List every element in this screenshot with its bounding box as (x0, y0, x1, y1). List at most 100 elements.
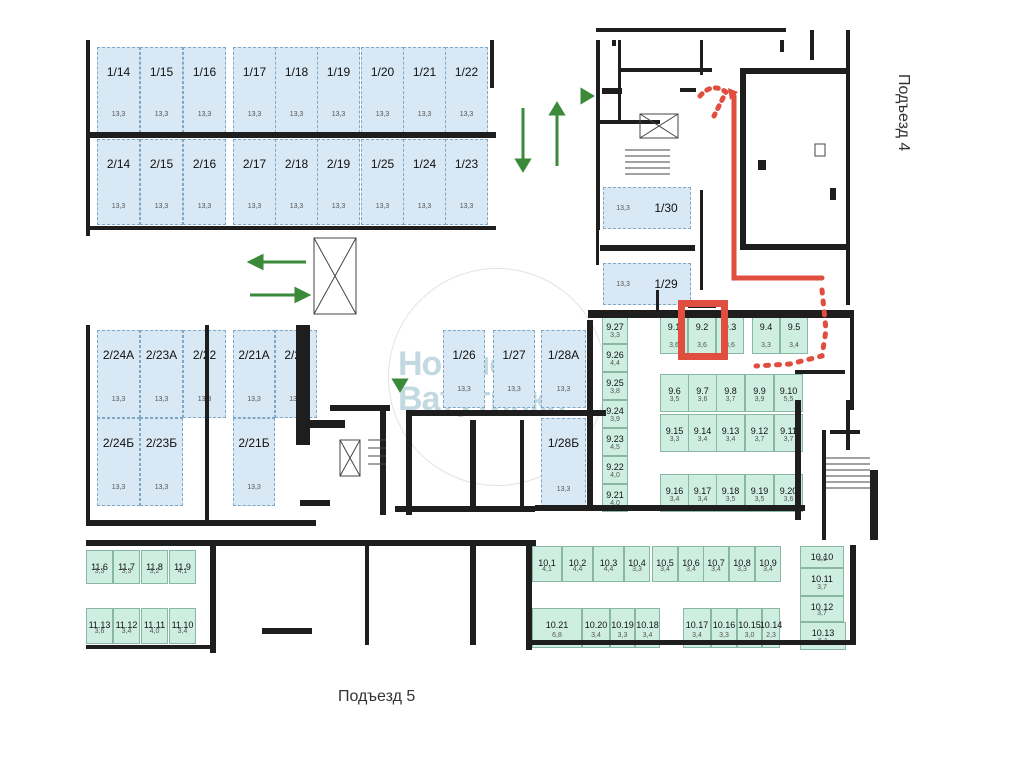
unit-area: 3,5 (725, 496, 736, 503)
unit-number: 9.17 (693, 486, 712, 496)
unit-number: 1/26 (452, 348, 476, 362)
unit-area: 4,1 (177, 568, 188, 575)
unit-number: 9.23 (606, 434, 624, 444)
traffic-arrows (246, 87, 595, 393)
unit-area: 3,3 (737, 566, 747, 573)
route-solid (731, 93, 825, 281)
unit-number: 9.10 (779, 386, 798, 396)
unit-number: 2/23А (145, 348, 178, 362)
wall-segment (596, 40, 600, 230)
wall-segment (380, 405, 386, 515)
unit-area: 13,3 (197, 111, 212, 118)
unit-area: 13,3 (111, 484, 126, 491)
unit-number: 10.3 (599, 558, 618, 568)
arrow-right-head (294, 286, 312, 304)
unit-area: 4,0 (610, 500, 620, 507)
unit-area: 13,3 (154, 484, 169, 491)
route-path (697, 85, 829, 369)
wall-segment (296, 325, 310, 445)
unit-area: 3,4 (660, 566, 670, 573)
unit-area: 3,3 (610, 332, 620, 339)
wall-segment (596, 230, 599, 265)
arrow-up-head (548, 101, 566, 116)
unit-area: 3,8 (610, 388, 620, 395)
wall-segment (587, 320, 593, 510)
unit-area: 13,3 (154, 203, 169, 210)
entry-marker-center (391, 378, 409, 393)
unit-number: 10.7 (707, 558, 725, 568)
unit-area: 13,3 (459, 111, 474, 118)
unit-area: 13,3 (556, 386, 571, 393)
unit-number: 9.8 (724, 386, 737, 396)
unit-number: 1/20 (370, 65, 395, 79)
unit-number: 1/30 (654, 201, 678, 215)
unit-area: 3,4 (725, 436, 736, 443)
